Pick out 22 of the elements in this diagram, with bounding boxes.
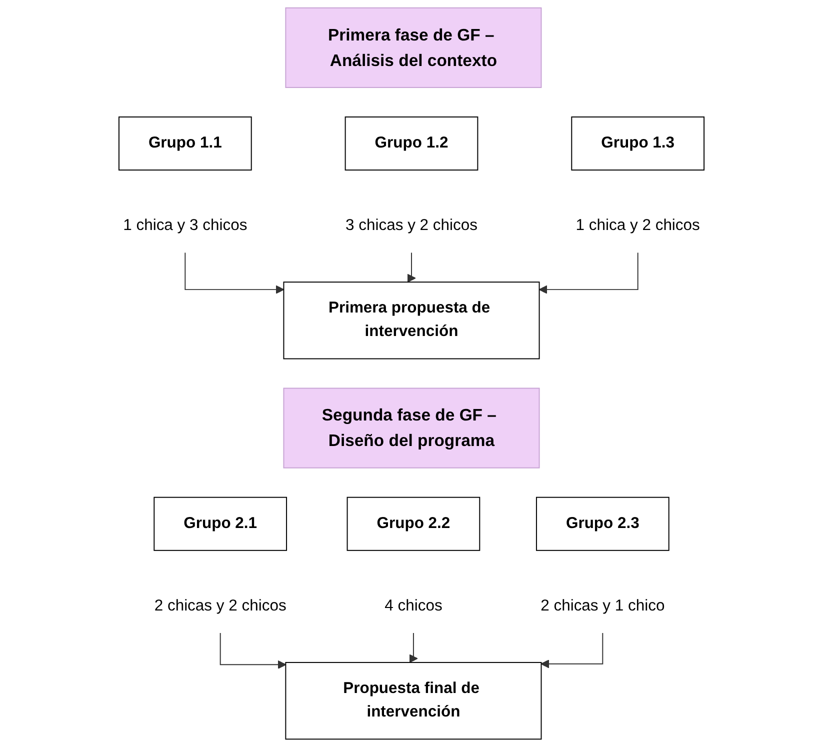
node-text: 1 chica y 3 chicos <box>123 217 248 234</box>
node-box: Primera fase de GF – Análisis del contexto <box>285 7 542 88</box>
arrow <box>540 632 604 668</box>
node-text: 1 chica y 2 chicos <box>576 217 700 234</box>
node-text: 2 chicas y 1 chico <box>540 598 665 614</box>
node-box: Grupo 2.3 <box>536 496 670 551</box>
arrow <box>184 252 284 294</box>
node-box: Grupo 2.2 <box>346 496 480 551</box>
node-box: Segunda fase de GF – Diseño del programa <box>283 388 540 468</box>
node-text: 2 chicas y 2 chicos <box>154 598 286 614</box>
node-box: Propuesta final de intervención <box>285 662 542 740</box>
node-box: Grupo 1.1 <box>118 116 252 171</box>
node-box: Grupo 1.2 <box>344 116 478 171</box>
node-box: Primera propuesta de intervención <box>283 282 540 360</box>
node-text: 3 chicas y 2 chicos <box>346 217 478 234</box>
arrow <box>220 632 286 669</box>
node-box: Grupo 2.1 <box>154 496 288 551</box>
node-text: 4 chicos <box>384 598 442 614</box>
arrow <box>407 252 416 282</box>
node-box: Grupo 1.3 <box>571 116 705 171</box>
arrow <box>538 252 638 294</box>
arrow <box>409 632 418 663</box>
